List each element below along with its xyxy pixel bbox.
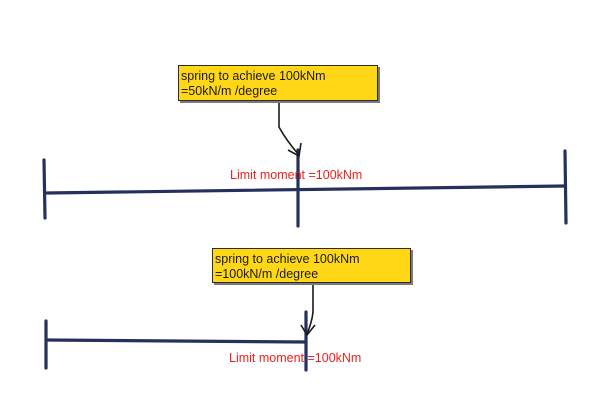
limit-moment-label-top: Limit moment =100kNm [230,168,363,182]
bottom-beam-assembly [44,284,316,372]
spring-callout-bottom-line2: =100kN/m /degree [215,267,319,281]
top-arrow-line [278,101,300,156]
bottom-arrow-line [306,284,314,335]
bottom-arrowhead [300,324,316,337]
top-arrowhead [287,142,302,158]
spring-callout-bottom-line1: spring to achieve 100kNm [215,252,360,266]
top-right-support [563,149,568,225]
spring-callout-bottom: spring to achieve 100kNm =100kN/m /degre… [212,248,411,283]
bottom-beam [45,338,307,344]
limit-moment-label-bottom: Limit moment =100kNm [229,351,362,365]
spring-callout-top: spring to achieve 100kNm =50kN/m /degree [178,65,378,101]
top-beam-assembly [42,101,568,228]
top-left-support [42,158,47,220]
spring-callout-top-line2: =50kN/m /degree [181,84,278,98]
top-beam [45,184,567,195]
spring-callout-top-line1: spring to achieve 100kNm [181,69,326,83]
